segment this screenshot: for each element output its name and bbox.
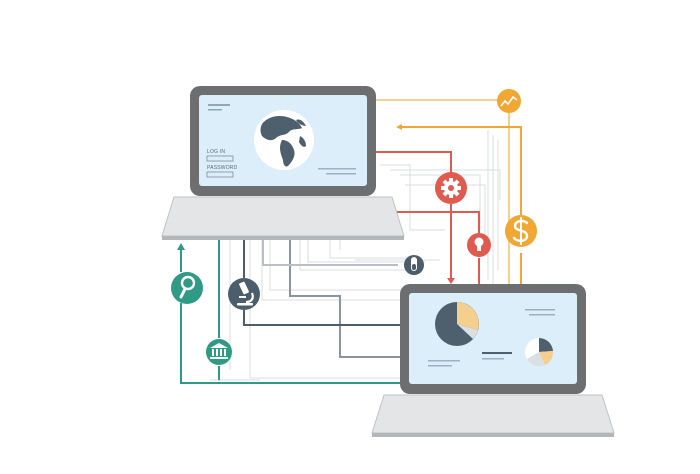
gear-icon: [435, 172, 467, 204]
laptop-right-keyboard: [371, 394, 615, 437]
pie-chart-large: [435, 302, 479, 346]
pie-chart-small: [525, 337, 554, 367]
laptop-right: [371, 284, 615, 437]
dollar-icon: [505, 215, 537, 247]
lightbulb-icon: [467, 233, 491, 257]
password-input[interactable]: [206, 171, 234, 178]
password-label: PASSWORD: [207, 165, 238, 171]
globe-icon: [254, 110, 314, 170]
magnifier-icon: [171, 272, 203, 304]
colored-connectors: [177, 99, 522, 384]
microscope-icon: [228, 278, 260, 310]
test-tube-icon: [404, 255, 424, 275]
laptop-right-screen: [409, 293, 577, 384]
laptop-left: LOG IN PASSWORD: [161, 86, 405, 240]
trend-up-icon: [497, 89, 521, 113]
laptop-left-keyboard: [161, 196, 405, 240]
login-input[interactable]: [206, 155, 234, 162]
login-label: LOG IN: [207, 149, 225, 155]
login-form: LOG IN PASSWORD: [206, 149, 238, 178]
bank-icon: [206, 339, 232, 365]
